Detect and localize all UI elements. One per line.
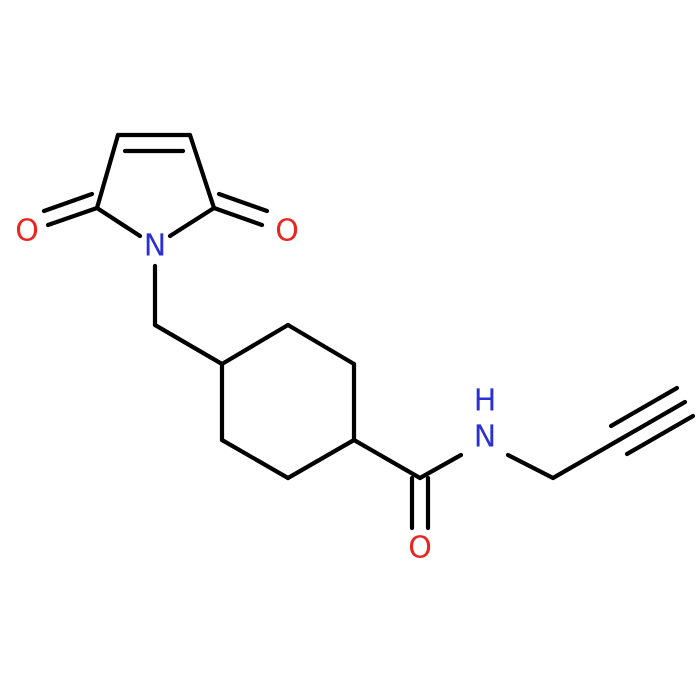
bond-c4-o-double-a [211,205,265,228]
amide-group [351,437,464,531]
bond-ch2-alkyne [550,437,622,481]
maleimide-carbonyls [41,191,270,228]
atom-oxygen-amide: O [408,531,432,566]
bond-c4-o-double-b [216,191,270,214]
atom-oxygen-right: O [275,214,299,249]
atom-hydrogen-amide: H [474,384,497,419]
bond-cy4-camide [351,437,423,481]
bond-c4-n [167,205,217,239]
bond-triple-a [616,399,688,443]
propargyl-chain [505,385,696,481]
cyclohexane-ring [219,322,357,481]
bond-cy2-cy3 [285,322,357,367]
bond-c3-c4 [187,132,217,211]
bond-camide-n [417,452,464,481]
atom-nitrogen-ring: N [144,229,166,264]
bond-n-ch2-propargyl [505,452,556,481]
bond-c2-c1 [94,132,121,211]
atom-nitrogen-amide: N [474,420,496,455]
atom-oxygen-left: O [15,214,39,249]
bond-cy1-cy2 [219,322,291,367]
bond-cy5-cy6 [219,437,291,481]
bond-ch2-ring [152,322,225,367]
bond-c1-o-double-a [45,205,100,228]
bond-cy4-cy5 [285,437,357,481]
bond-c1-o-double-b [41,191,95,214]
maleimide-ring [94,132,217,239]
bond-triple-c [624,413,696,457]
bond-c1-n [94,205,143,239]
bond-triple-b [608,385,680,429]
